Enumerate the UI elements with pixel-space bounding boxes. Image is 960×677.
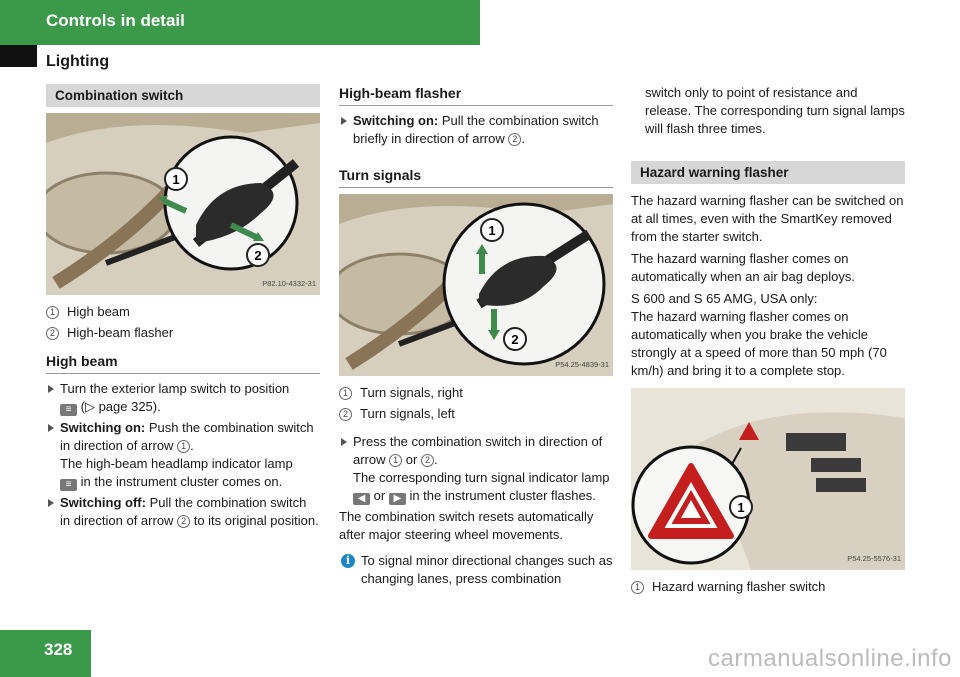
svg-text:1: 1: [488, 223, 495, 238]
hazard-warning-box-title: Hazard warning flasher: [631, 161, 905, 184]
chapter-header-bar: Controls in detail: [0, 0, 480, 45]
page-number: 328: [44, 640, 73, 659]
column-2: High-beam flasher Switching on: Pull the…: [339, 84, 613, 588]
figure-code: P54.25-4839-31: [555, 360, 609, 369]
section-title: Lighting: [46, 53, 110, 70]
info-icon: i: [341, 554, 355, 568]
paragraph: The combination switch resets automatica…: [339, 509, 594, 542]
combination-switch-figure: 1 2 P82.10-4332-31: [46, 113, 320, 295]
turn-right-indicator-icon: ▶: [388, 493, 406, 505]
bullet-item: Press the combination switch in directio…: [339, 433, 613, 505]
high-beam-flasher-heading: High-beam flasher: [339, 84, 613, 106]
figure-code: P82.10-4332-31: [262, 279, 316, 288]
chapter-title: Controls in detail: [46, 11, 185, 30]
svg-text:2: 2: [254, 248, 261, 263]
svg-text:2: 2: [511, 332, 518, 347]
paragraph: S 600 and S 65 AMG, USA only:The hazard …: [631, 291, 887, 378]
page-number-box: 328: [0, 630, 91, 677]
bullet-item: Switching off: Pull the combination swit…: [46, 494, 320, 530]
turn-signals-heading: Turn signals: [339, 166, 613, 188]
section-tab-marker: [0, 45, 37, 67]
hazard-switch-figure: 1 P54.25-5576-31: [631, 388, 905, 570]
column-3: switch only to point of resistance and r…: [631, 84, 905, 599]
high-beam-heading: High beam: [46, 352, 320, 374]
bullet-item: Switching on: Pull the combination switc…: [339, 112, 613, 148]
paragraph: The hazard warning flasher comes on auto…: [631, 251, 856, 284]
continued-text: switch only to point of resistance and r…: [645, 85, 905, 136]
svg-text:1: 1: [737, 500, 744, 515]
turn-signals-figure: 1 2 P54.25-4839-31: [339, 194, 613, 376]
bullet-item: Switching on: Push the combination switc…: [46, 419, 320, 491]
high-beam-indicator-icon: ≡: [60, 479, 77, 491]
turn-left-indicator-icon: ◀: [353, 493, 370, 505]
low-beam-symbol-icon: ≡: [60, 404, 77, 416]
bullet-item: Turn the exterior lamp switch to positio…: [46, 380, 320, 416]
figure-code: P54.25-5576-31: [847, 554, 901, 563]
paragraph: The hazard warning flasher can be switch…: [631, 193, 904, 244]
svg-text:1: 1: [172, 172, 179, 187]
watermark: carmanualsonline.info: [708, 645, 952, 672]
combination-switch-box-title: Combination switch: [46, 84, 320, 107]
